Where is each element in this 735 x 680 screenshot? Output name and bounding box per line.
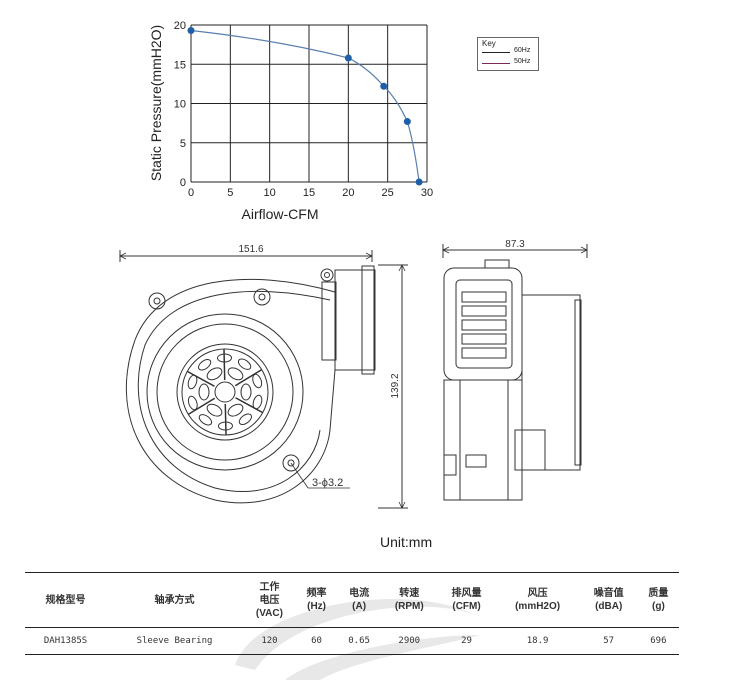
x-axis-label: Airflow-CFM	[242, 206, 319, 222]
spec-cell: 696	[637, 627, 679, 655]
legend-label: 50Hz	[514, 58, 531, 65]
spec-cell: 60	[296, 627, 338, 655]
grille-slot	[206, 367, 223, 381]
grille-spoke	[234, 368, 263, 387]
spec-header-text: (VAC)	[255, 607, 283, 619]
x-tick-label: 15	[303, 187, 315, 199]
spec-header-text: 排风量	[451, 588, 482, 599]
grille-slot	[206, 403, 223, 417]
spec-header-text: 质量	[648, 588, 669, 599]
legend-swatch	[482, 52, 510, 53]
spec-header-text: 电压	[259, 594, 280, 606]
grille-slot	[240, 383, 252, 401]
mounting-hole-callout: 3-ϕ3.2	[312, 477, 343, 489]
data-point	[344, 54, 352, 62]
spec-header-cell: 轴承方式	[106, 572, 243, 628]
spec-header-text: 规格型号	[45, 594, 86, 606]
spec-table: 规格型号 轴承方式 工作电压(VAC) 频率 (Hz) 电流 (A) 转速 (RPM) 排风量 (C…	[25, 572, 679, 655]
x-tick-label: 5	[227, 187, 233, 199]
series-line	[190, 29, 420, 183]
spec-header-cell: 排风量 (CFM)	[437, 572, 496, 628]
legend-swatch	[482, 63, 510, 64]
y-tick-label: 5	[180, 138, 186, 150]
spec-header-text: 转速	[399, 588, 420, 599]
x-tick-label: 30	[421, 187, 433, 199]
x-tick-label: 25	[382, 187, 394, 199]
front-view-drawing	[119, 250, 408, 509]
chart-grid	[190, 24, 428, 183]
spec-header-text: (A)	[352, 601, 367, 612]
spec-header-cell: 质量 (g)	[637, 572, 679, 628]
spec-cell: DAH1385S	[25, 627, 107, 655]
x-tick-label: 10	[264, 187, 276, 199]
spec-header-text: (RPM)	[394, 601, 424, 612]
chart-legend: Key 60Hz 50Hz	[477, 37, 539, 71]
data-point	[415, 178, 423, 186]
spec-header-text: (mmH2O)	[515, 601, 561, 612]
grille-slot	[198, 414, 213, 426]
spec-cell: 2900	[381, 627, 438, 655]
chart-ticks: 0 5 10 15 20 25 30 0 5 10 15 20	[174, 20, 433, 199]
unit-label: Unit:mm	[380, 534, 433, 550]
x-tick-label: 20	[342, 187, 354, 199]
legend-title: Key	[482, 39, 496, 48]
spec-header-text: 轴承方式	[154, 594, 195, 606]
spec-header-text: 频率	[306, 588, 327, 599]
data-point	[403, 118, 411, 126]
spec-header-text: (CFM)	[452, 601, 481, 612]
spec-header-cell: 工作电压(VAC)	[242, 572, 297, 628]
spec-header-cell: 频率 (Hz)	[296, 572, 338, 628]
spec-header-cell: 噪音值 (dBA)	[579, 572, 638, 628]
spec-header-text: (Hz)	[307, 601, 326, 612]
side-width-dimension: 87.3	[505, 239, 525, 250]
grille-slot	[198, 359, 212, 371]
y-tick-label: 20	[174, 20, 186, 32]
spec-header-row: 规格型号 轴承方式 工作电压(VAC) 频率 (Hz) 电流 (A) 转速 (RPM) 排风量 (C…	[25, 572, 679, 628]
grille-spoke	[186, 370, 215, 387]
grille-slot	[238, 413, 252, 425]
chart-series	[187, 26, 423, 186]
technical-drawings: 151.6 139.2 3-ϕ3.2 87.3	[119, 239, 588, 509]
grille-slot	[198, 383, 210, 401]
y-axis-label: Static Pressure(mmH2O)	[148, 25, 164, 181]
y-tick-label: 15	[174, 59, 186, 71]
spec-cell: 29	[437, 627, 496, 655]
data-point	[380, 82, 388, 90]
grille-spoke	[187, 397, 216, 416]
front-width-dimension: 151.6	[238, 244, 263, 255]
grille-spoke	[235, 397, 264, 414]
y-tick-label: 0	[180, 177, 186, 189]
grille-slot	[227, 403, 244, 417]
grille-slot	[227, 367, 244, 381]
spec-header-text: 工作	[259, 581, 280, 593]
grille-slot	[237, 358, 252, 370]
legend-entry-60hz: 60Hz	[482, 47, 536, 57]
spec-header-text: (g)	[652, 601, 665, 612]
spec-header-text: (dBA)	[595, 601, 623, 612]
spec-header-cell: 转速 (RPM)	[381, 572, 438, 628]
front-height-dimension: 139.2	[390, 373, 401, 398]
spec-cell: 18.9	[495, 627, 580, 655]
legend-entry-50hz: 50Hz	[482, 58, 536, 68]
legend-label: 60Hz	[514, 47, 531, 54]
spec-header-text: 电流	[349, 588, 370, 599]
side-view-drawing	[442, 244, 588, 501]
static-pressure-chart: 0 5 10 15 20 25 30 0 5 10 15 20 Airflow-CFM Static …	[148, 20, 433, 222]
grille-spoke	[223, 348, 226, 381]
spec-cell: 120	[242, 627, 297, 655]
spec-cell: 57	[579, 627, 638, 655]
spec-header-cell: 规格型号	[25, 572, 107, 628]
spec-header-cell: 风压 (mmH2O)	[495, 572, 580, 628]
spec-cell: Sleeve Bearing	[106, 627, 243, 655]
spec-header-text: 噪音值	[593, 588, 624, 599]
spec-header-cell: 电流 (A)	[337, 572, 382, 628]
grille-spoke	[224, 403, 227, 436]
y-tick-label: 10	[174, 99, 186, 111]
data-point	[187, 26, 195, 34]
spec-header-text: 风压	[527, 588, 548, 599]
spec-cell: 0.65	[337, 627, 382, 655]
x-tick-label: 0	[188, 187, 194, 199]
